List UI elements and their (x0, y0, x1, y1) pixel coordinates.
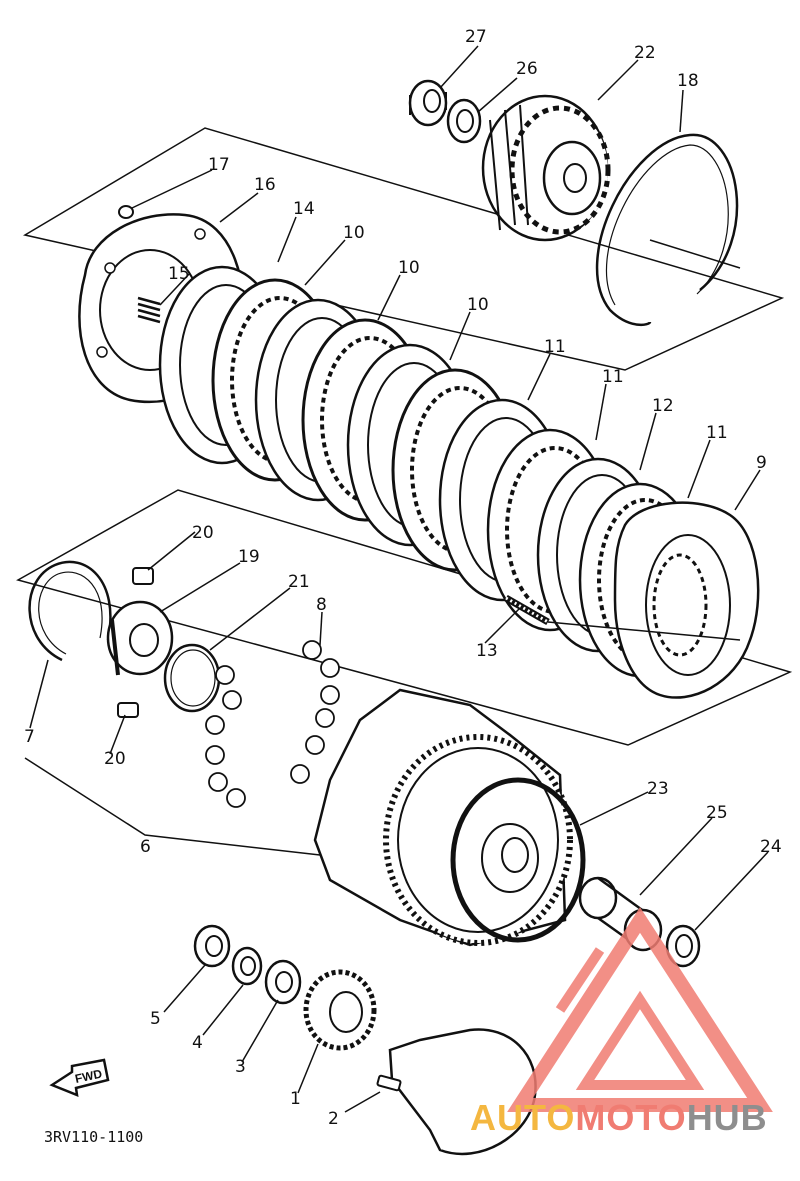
watermark-triangle-logo (507, 907, 773, 1112)
fwd-arrow-icon: FWD (49, 1058, 110, 1097)
callout-17: 17 (208, 155, 230, 175)
callout-5: 5 (150, 1009, 161, 1029)
callout-18: 18 (677, 71, 699, 91)
callout-11c: 11 (706, 423, 728, 443)
clutch-housing-6 (313, 688, 573, 947)
plate-9 (613, 501, 760, 699)
nut-27 (408, 79, 448, 127)
callout-9: 9 (756, 453, 767, 473)
callout-24: 24 (760, 837, 782, 857)
callout-13: 13 (476, 641, 498, 661)
block-20-upper (132, 567, 154, 585)
callout-numbers: 27 26 22 18 17 16 14 10 10 10 11 11 12 1… (24, 27, 782, 1129)
circlip-18 (595, 133, 741, 327)
callout-25: 25 (706, 803, 728, 823)
callout-23: 23 (647, 779, 669, 799)
lock-washer-4 (231, 946, 263, 986)
block-20-lower (117, 702, 139, 718)
callout-20a: 20 (192, 523, 214, 543)
callout-20b: 20 (104, 749, 126, 769)
callout-26: 26 (516, 59, 538, 79)
callout-2: 2 (328, 1109, 339, 1129)
primary-driven-group-outline (16, 489, 793, 746)
washer-24 (665, 924, 701, 968)
callout-8: 8 (316, 595, 327, 615)
callout-7: 7 (24, 727, 35, 747)
fwd-label: FWD (74, 1066, 104, 1085)
clutch-boss-22 (481, 94, 611, 242)
washer-26 (446, 98, 482, 144)
callout-16: 16 (254, 175, 276, 195)
nut-5 (193, 924, 231, 968)
watermark-auto: AUTO (470, 1097, 575, 1138)
balls-8 (205, 640, 340, 808)
key-2 (376, 1074, 402, 1092)
callout-19: 19 (238, 547, 260, 567)
callout-1: 1 (290, 1089, 301, 1109)
clutch-housing-group-outline (24, 757, 321, 856)
washer-3 (264, 959, 302, 1005)
callout-15: 15 (168, 264, 190, 284)
cam-19 (106, 600, 174, 676)
callout-11a: 11 (544, 337, 566, 357)
screw-17 (118, 205, 134, 219)
callout-3: 3 (235, 1057, 246, 1077)
callout-21: 21 (288, 572, 310, 592)
clutch-plate-group-outline (22, 127, 785, 371)
callout-22: 22 (634, 43, 656, 63)
spring-15 (137, 296, 161, 324)
watermark-text: AUTOMOTOHUB (470, 1097, 768, 1138)
o-ring-23 (450, 777, 586, 943)
callout-10c: 10 (467, 295, 489, 315)
callout-10a: 10 (343, 223, 365, 243)
watermark-hub: HUB (687, 1097, 768, 1138)
drawing-code: 3RV110-1100 (44, 1128, 143, 1146)
automotohub-watermark: AUTOMOTOHUB (470, 907, 773, 1138)
callout-11b: 11 (602, 367, 624, 387)
callout-6: 6 (140, 837, 151, 857)
callout-14: 14 (293, 199, 315, 219)
callout-4: 4 (192, 1033, 203, 1053)
watermark-moto: MOTO (575, 1097, 686, 1138)
circlip-7 (28, 560, 112, 662)
callout-12: 12 (652, 396, 674, 416)
primary-drive-gear-1 (303, 969, 377, 1051)
crankshaft (388, 1028, 537, 1156)
push-rod-13 (504, 594, 741, 641)
leader-lines (29, 45, 769, 1113)
circlip-21 (163, 643, 221, 713)
callout-27: 27 (465, 27, 487, 47)
callout-10b: 10 (398, 258, 420, 278)
